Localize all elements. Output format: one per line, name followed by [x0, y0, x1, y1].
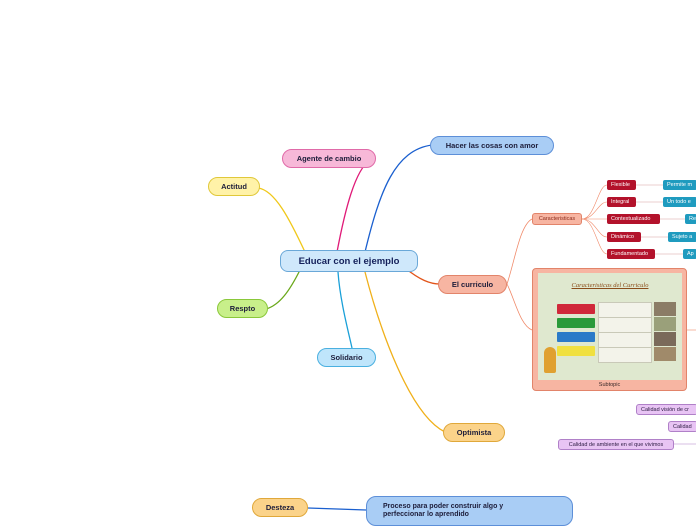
link-agente	[336, 159, 371, 253]
topic-el-curriculo[interactable]: El curriculo	[438, 275, 507, 294]
curriculo-slide-image: Caracteristicas del Curriculo	[538, 273, 682, 380]
link-destreza	[307, 507, 367, 511]
topic-respto[interactable]: Respto	[217, 299, 268, 318]
item-integral[interactable]: Integral	[607, 197, 636, 207]
link-actitud	[257, 187, 306, 253]
slide-character-figure	[544, 347, 556, 373]
detail-contextualizado[interactable]: Re	[685, 214, 696, 224]
slide-button-4	[557, 346, 595, 356]
link-hacer	[364, 144, 433, 253]
destreza-description-line2: perfeccionar lo aprendido	[383, 511, 469, 518]
calidad-2[interactable]: Calidad	[668, 421, 696, 432]
topic-optimista[interactable]: Optimista	[443, 423, 505, 442]
detail-fundamentado[interactable]: Ap	[683, 249, 696, 259]
link-optimista	[364, 271, 446, 433]
central-topic[interactable]: Educar con el ejemplo	[280, 250, 418, 272]
topic-agente-de-cambio[interactable]: Agente de cambio	[282, 149, 376, 168]
subtopic-caracteristicas[interactable]: Caracteristicas	[532, 213, 582, 225]
link-subtopic	[506, 283, 533, 331]
topic-actitud[interactable]: Actitud	[208, 177, 260, 196]
slide-photo-2	[654, 317, 676, 331]
slide-text-block-4	[598, 347, 652, 363]
subtopic-image-node[interactable]: Caracteristicas del Curriculo Subtopic	[532, 268, 687, 391]
topic-destreza[interactable]: Desteza	[252, 498, 308, 517]
slide-photo-4	[654, 347, 676, 361]
topic-solidario[interactable]: Solidario	[317, 348, 376, 367]
topic-destreza-description[interactable]: Proceso para poder construir algo y perf…	[366, 496, 573, 526]
slide-text-block-1	[598, 302, 652, 318]
topic-hacer-las-cosas[interactable]: Hacer las cosas con amor	[430, 136, 554, 155]
slide-button-1	[557, 304, 595, 314]
subtopic-label: Subtopic	[598, 382, 621, 388]
slide-text-block-2	[598, 317, 652, 333]
slide-button-3	[557, 332, 595, 342]
calidad-vision[interactable]: Calidad visión de cr	[636, 404, 696, 415]
slide-button-2	[557, 318, 595, 328]
detail-flexible[interactable]: Permite m	[663, 180, 696, 190]
link-caracteristicas	[506, 218, 533, 285]
link-respto	[265, 269, 301, 310]
item-dinamico[interactable]: Dinámico	[607, 232, 641, 242]
slide-text-block-3	[598, 332, 652, 348]
detail-dinamico[interactable]: Sujeto a	[668, 232, 696, 242]
link-solidario	[337, 271, 353, 349]
item-fundamentado[interactable]: Fundamentado	[607, 249, 655, 259]
slide-photo-3	[654, 332, 676, 346]
item-flexible[interactable]: Flexible	[607, 180, 636, 190]
slide-photo-1	[654, 302, 676, 316]
destreza-description-line1: Proceso para poder construir algo y	[383, 503, 504, 510]
calidad-ambiente[interactable]: Calidad de ambiente en el que vivimos	[558, 439, 674, 450]
slide-title: Caracteristicas del Curriculo	[571, 282, 649, 289]
detail-integral[interactable]: Un todo e	[663, 197, 696, 207]
item-contextualizado[interactable]: Contextualizado	[607, 214, 660, 224]
